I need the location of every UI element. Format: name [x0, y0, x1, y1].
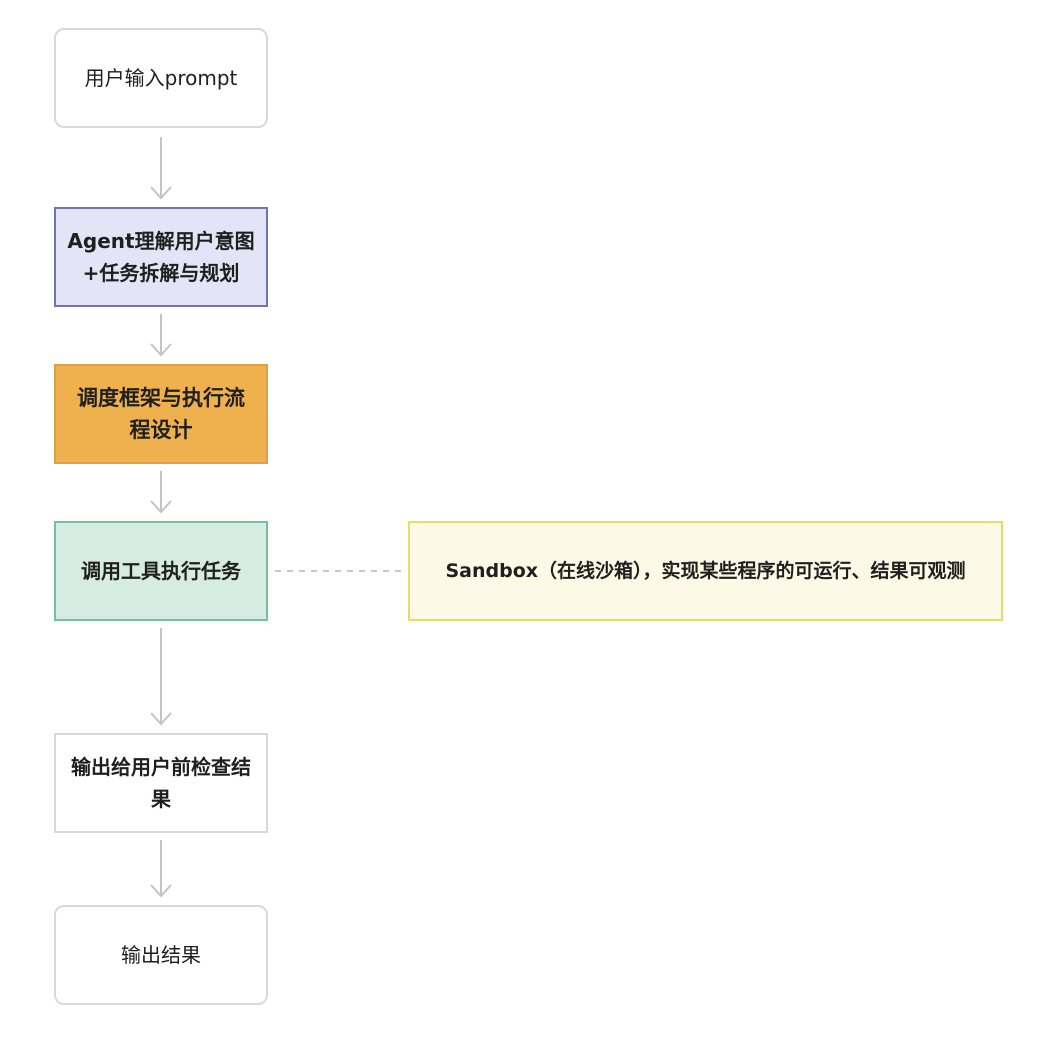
node-tools[interactable]: 调用工具执行任务: [54, 521, 268, 621]
node-understand[interactable]: Agent理解用户意图 +任务拆解与规划: [54, 207, 268, 307]
arrow-check-to-output: [150, 840, 172, 898]
arrow-understand-to-schedule: [150, 314, 172, 357]
arrow-schedule-to-tools: [150, 471, 172, 514]
node-check-label: 输出给用户前检查结 果: [71, 755, 251, 811]
node-understand-label: Agent理解用户意图 +任务拆解与规划: [67, 229, 255, 285]
node-output-label: 输出结果: [121, 943, 201, 967]
node-start[interactable]: 用户输入prompt: [54, 28, 268, 128]
node-schedule[interactable]: 调度框架与执行流 程设计: [54, 364, 268, 464]
node-sandbox-label: Sandbox（在线沙箱），实现某些程序的可运行、结果可观测: [445, 560, 966, 582]
node-sandbox[interactable]: Sandbox（在线沙箱），实现某些程序的可运行、结果可观测: [408, 521, 1003, 621]
node-schedule-label: 调度框架与执行流 程设计: [77, 386, 245, 442]
arrow-tools-to-check: [150, 628, 172, 726]
node-tools-label: 调用工具执行任务: [81, 559, 241, 583]
node-output[interactable]: 输出结果: [54, 905, 268, 1005]
node-check[interactable]: 输出给用户前检查结 果: [54, 733, 268, 833]
node-start-label: 用户输入prompt: [84, 66, 238, 90]
arrow-start-to-understand: [150, 137, 172, 200]
